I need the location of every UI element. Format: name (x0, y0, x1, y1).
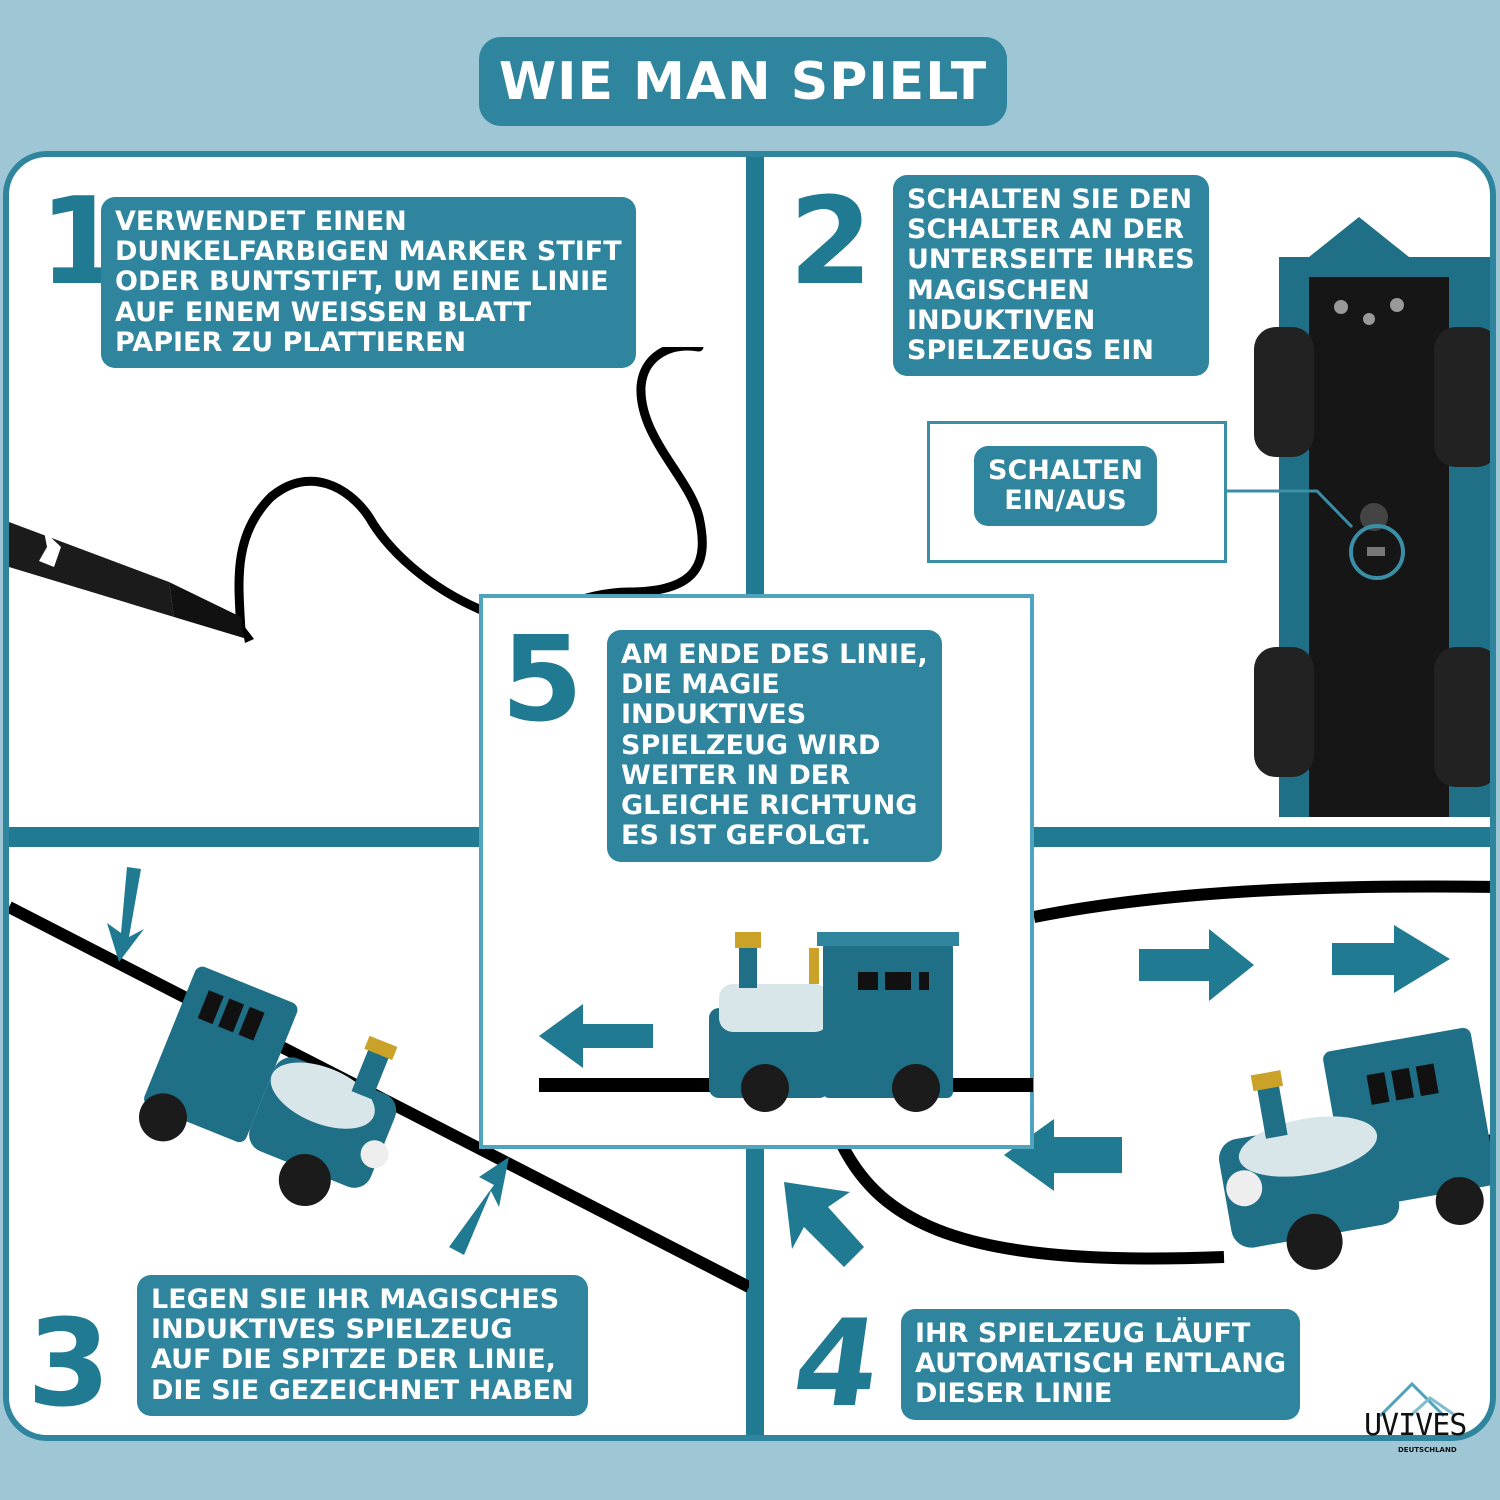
brand-logo: UVIVES DEUTSCHLAND (1360, 1378, 1490, 1458)
arrow-right-icon (1139, 929, 1254, 1001)
callout-line: EIN/AUS (1004, 485, 1127, 517)
step-3-line: AUF DIE SPITZE DER LINIE, (151, 1344, 556, 1376)
step-4-text-bubble: IHR SPIELZEUG LÄUFT AUTOMATISCH ENTLANG … (901, 1309, 1301, 1420)
step-1-line: ODER BUNTSTIFT, UM EINE LINIE (115, 266, 609, 298)
train-side-illustration (539, 932, 1033, 1112)
divider-vertical-bottom (746, 1145, 764, 1435)
step-5-line: AM ENDE DES LINIE, (621, 639, 928, 670)
step-3-line: INDUKTIVES SPIELZEUG (151, 1314, 513, 1346)
step-5-line: ES IST GEFOLGT. (621, 820, 872, 852)
callout-line: SCHALTEN (988, 455, 1143, 486)
step-5-line: GLEICHE RICHTUNG (621, 790, 918, 822)
arrow-up-icon (449, 1157, 509, 1255)
step-4-line: IHR SPIELZEUG LÄUFT (915, 1318, 1251, 1349)
train-underside-illustration (1254, 217, 1490, 817)
arrow-up-left-icon (784, 1182, 864, 1267)
divider-vertical-top (746, 157, 764, 597)
step-2-line: UNTERSEITE IHRES (907, 244, 1195, 276)
switch-callout-box: SCHALTEN EIN/AUS (927, 421, 1227, 563)
step-3-text-bubble: LEGEN SIE IHR MAGISCHES INDUKTIVES SPIEL… (137, 1275, 588, 1416)
instructions-frame: 1 VERWENDET EINEN DUNKELFARBIGEN MARKER … (3, 151, 1496, 1441)
step-2-line: SPIELZEUGS EIN (907, 335, 1154, 367)
arrow-right-icon (1332, 925, 1450, 993)
step-5-line: WEITER IN DER (621, 759, 851, 791)
step-4-line: DIESER LINIE (915, 1378, 1113, 1410)
step-5-text-bubble: AM ENDE DES LINIE, DIE MAGIE INDUKTIVES … (607, 630, 942, 862)
step-3-number: 3 (27, 1295, 111, 1434)
mountain-logo-icon (1378, 1381, 1457, 1418)
step-2-text-bubble: SCHALTEN SIE DEN SCHALTER AN DER UNTERSE… (893, 175, 1209, 377)
step-1-line: VERWENDET EINEN (115, 206, 407, 237)
step-5-number: 5 (501, 610, 584, 748)
page-title: WIE MAN SPIELT (479, 37, 1007, 126)
step-2-number: 2 (789, 173, 873, 312)
switch-highlight-circle (1349, 524, 1405, 580)
step-1-line: PAPIER ZU PLATTIEREN (115, 326, 467, 358)
train-toy-icon (709, 932, 959, 1112)
callout-connector (1227, 489, 1354, 529)
step-2-line: MAGISCHEN (907, 274, 1090, 306)
train-toy-icon (138, 966, 398, 1207)
step-5-line: INDUKTIVES (621, 699, 807, 731)
step-3-line: LEGEN SIE IHR MAGISCHES (151, 1284, 560, 1315)
step-2-line: INDUKTIVEN (907, 304, 1096, 336)
gear-wheel-icon (1254, 327, 1490, 467)
switch-callout-label: SCHALTEN EIN/AUS (974, 446, 1157, 527)
step-2-line: SCHALTEN SIE DEN (907, 184, 1193, 215)
step-2-line: SCHALTER AN DER (907, 214, 1185, 246)
marker-pen-icon (9, 522, 254, 643)
logo-subtitle: DEUTSCHLAND (1398, 1446, 1457, 1454)
train-toy-icon (1219, 1027, 1490, 1270)
step-1-line: DUNKELFARBIGEN MARKER STIFT (115, 236, 622, 268)
step-1-line: AUF EINEM WEISSEN BLATT (115, 296, 532, 328)
logo-name: UVIVES (1364, 1408, 1467, 1443)
divider-horizontal-right (1029, 827, 1490, 847)
arrow-down-icon (107, 867, 144, 962)
step-5-line: DIE MAGIE (621, 669, 780, 701)
arrow-left-icon (539, 1004, 653, 1068)
drawn-line (234, 347, 707, 637)
step-4-number: 4 (785, 1295, 889, 1434)
train-on-line-illustration (9, 867, 749, 1293)
gear-wheel-icon (1254, 647, 1490, 787)
step-4-line: AUTOMATISCH ENTLANG (915, 1348, 1287, 1380)
step-5-line: SPIELZEUG WIRD (621, 729, 881, 761)
step-3-line: DIE SIE GEZEICHNET HABEN (151, 1374, 574, 1406)
step-1-text-bubble: VERWENDET EINEN DUNKELFARBIGEN MARKER ST… (101, 197, 636, 369)
step-5-panel: 5 AM ENDE DES LINIE, DIE MAGIE INDUKTIVE… (479, 594, 1034, 1149)
divider-horizontal-left (9, 827, 479, 847)
